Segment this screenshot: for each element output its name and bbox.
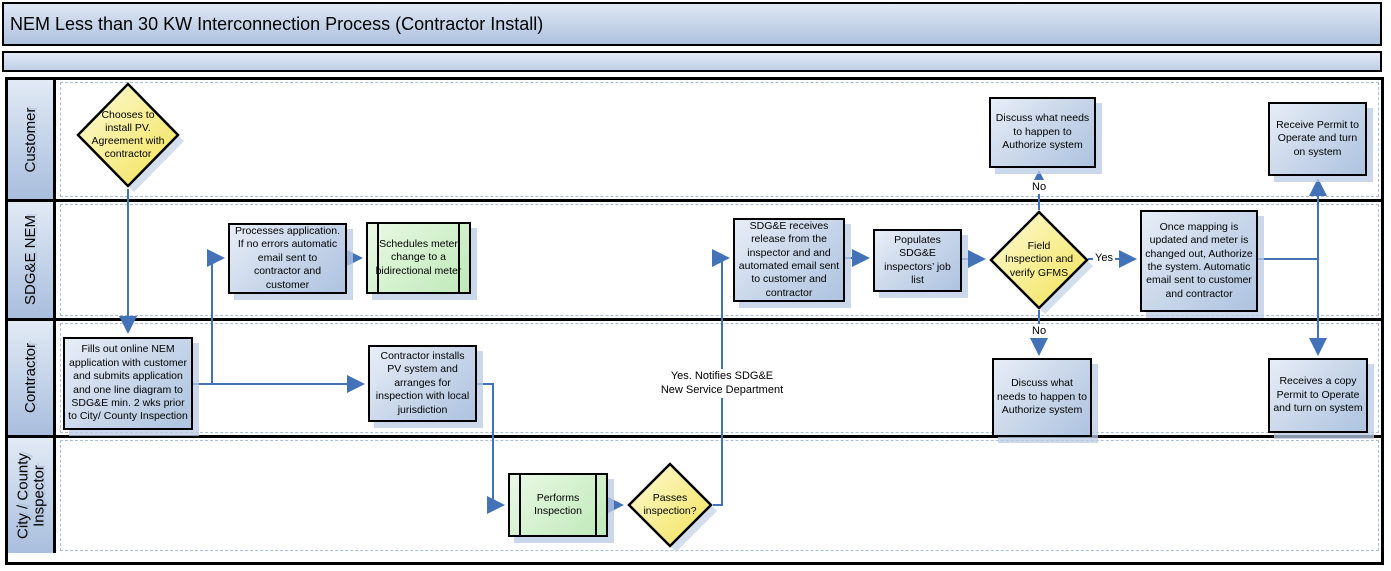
- process-fills-out-online-nem-application: Fills out online NEM application with cu…: [63, 337, 193, 430]
- process-label: Processes application. If no errors auto…: [234, 224, 341, 291]
- decision-label: Field Inspection and verify GFMS: [1004, 240, 1074, 279]
- lane-label-contractor: Contractor: [8, 321, 56, 435]
- process-label: Receive Permit to Operate and turn on sy…: [1276, 118, 1359, 158]
- decision-field-inspection-verify-gfms: Field Inspection and verify GFMS: [989, 210, 1093, 314]
- header-sub-band: [2, 51, 1382, 72]
- process-label: Once mapping is updated and meter is cha…: [1145, 220, 1253, 300]
- process-label: Discuss what needs to happen to Authoriz…: [997, 377, 1087, 417]
- process-populates-inspectors-job-list: Populates SDG&E inspectors’ job list: [873, 229, 962, 292]
- lane-label-text: Contractor: [21, 342, 39, 414]
- subprocess-bar: [595, 475, 597, 535]
- process-discuss-authorize-contractor: Discuss what needs to happen to Authoriz…: [992, 358, 1092, 437]
- process-label: Performs Inspection: [534, 491, 582, 517]
- diagram-title-bar: NEM Less than 30 KW Interconnection Proc…: [2, 2, 1382, 46]
- lane-label-customer: Customer: [8, 80, 56, 199]
- subprocess-bar: [458, 224, 460, 292]
- edge-label-yes-notifies: Yes. Notifies SDG&E New Service Departme…: [658, 369, 786, 398]
- process-processes-application: Processes application. If no errors auto…: [228, 223, 347, 294]
- lane-page-border: [60, 82, 1379, 197]
- lane-customer: Customer: [8, 80, 1381, 202]
- decision-passes-inspection: Passes inspection?: [627, 462, 717, 552]
- process-once-mapping-authorize: Once mapping is updated and meter is cha…: [1140, 210, 1258, 312]
- process-label: Receives a copy Permit to Operate and tu…: [1273, 375, 1363, 415]
- edge-label-no-down: No: [1030, 324, 1049, 339]
- lane-label-text: SDG&E NEM: [21, 215, 39, 306]
- lane-label-sdge-nem: SDG&E NEM: [8, 202, 56, 318]
- decision-label: Passes inspection?: [643, 491, 697, 517]
- diagram-title: NEM Less than 30 KW Interconnection Proc…: [10, 13, 544, 34]
- subprocess-bar: [519, 475, 521, 535]
- process-receive-permit-to-operate: Receive Permit to Operate and turn on sy…: [1268, 102, 1367, 176]
- process-label: SDG&E receives release from the inspecto…: [738, 219, 840, 299]
- subprocess-schedules-meter-change: Schedules meter change to a bidirectiona…: [366, 222, 471, 294]
- process-receives-copy-permit: Receives a copy Permit to Operate and tu…: [1268, 358, 1368, 433]
- edge-label-no-up: No: [1030, 180, 1049, 195]
- lane-label-text: Customer: [21, 106, 39, 173]
- edge-label-yes: Yes: [1093, 251, 1115, 266]
- process-label: Populates SDG&E inspectors’ job list: [884, 233, 951, 286]
- lane-label-text: City / County Inspector: [13, 452, 47, 539]
- process-label: Contractor installs PV system and arrang…: [375, 349, 470, 416]
- subprocess-bar: [377, 224, 379, 292]
- process-sdge-receives-release: SDG&E receives release from the inspecto…: [733, 218, 845, 302]
- lane-page-border: [60, 440, 1379, 551]
- process-discuss-authorize-customer: Discuss what needs to happen to Authoriz…: [989, 97, 1096, 168]
- process-label: Discuss what needs to happen to Authoriz…: [995, 112, 1090, 152]
- lane-label-city-county-inspector: City / County Inspector: [8, 438, 56, 553]
- subprocess-performs-inspection: Performs Inspection: [508, 473, 608, 537]
- decision-chooses-to-install-pv: Chooses to install PV. Agreement with co…: [76, 82, 184, 192]
- process-label: Fills out online NEM application with cu…: [68, 343, 188, 423]
- process-contractor-installs-pv: Contractor installs PV system and arrang…: [368, 345, 477, 422]
- decision-label: Chooses to install PV. Agreement with co…: [91, 108, 165, 161]
- process-label: Schedules meter change to a bidirectiona…: [375, 237, 462, 277]
